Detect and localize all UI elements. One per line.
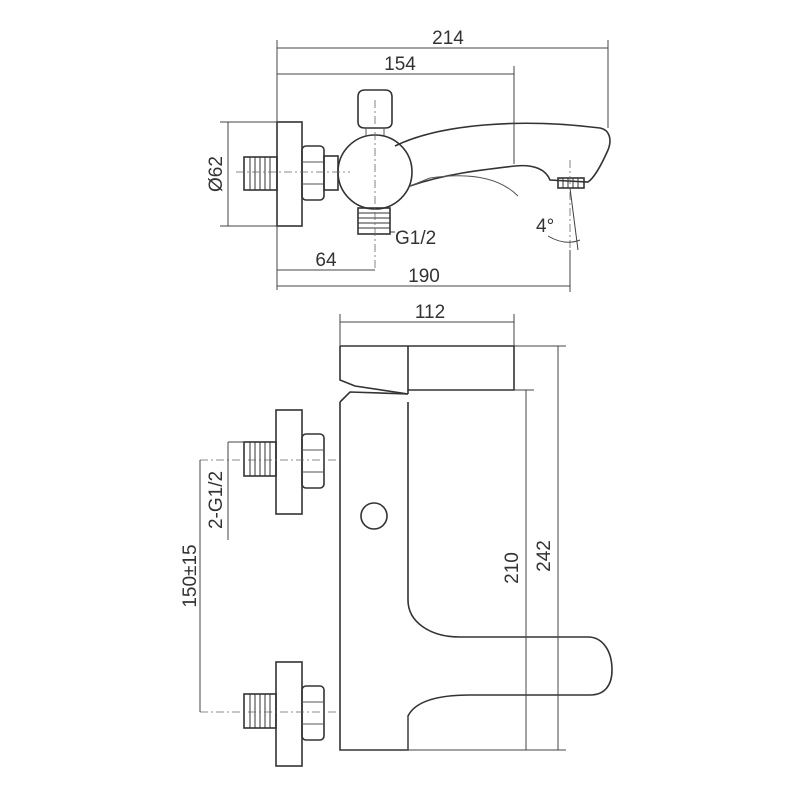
top-inlet-thread-lines [249, 157, 271, 190]
dim-front-width: 112 [415, 302, 445, 323]
front-lower-flange [275, 661, 303, 767]
dim-top-outlet-thread: G1/2 [395, 228, 436, 249]
dim-front-inlet-thread: 2-G1/2 [206, 471, 227, 529]
front-mixer-body [339, 402, 613, 751]
dim-top-overall-length: 214 [432, 28, 464, 49]
front-lever-handle [340, 345, 515, 391]
dim-front-inlet-spacing: 150±15 [180, 544, 201, 607]
top-spout [394, 122, 611, 187]
top-outlet-thread [357, 207, 391, 235]
dim-top-inlet-offset: 64 [315, 250, 337, 271]
dim-top-angle: 4° [536, 216, 554, 237]
front-lower-nut [301, 685, 325, 741]
top-lever-handle [357, 89, 393, 129]
front-upper-flange [275, 409, 303, 515]
top-view: 214 154 Ø62 G1/2 64 190 4° [206, 28, 611, 292]
dim-top-body-length: 154 [384, 54, 416, 75]
dim-top-base-length: 190 [408, 266, 440, 287]
dim-front-height-total: 242 [534, 540, 555, 572]
top-aerator [557, 177, 585, 189]
front-diverter-hole [360, 502, 388, 530]
top-hex-nut [301, 145, 325, 201]
front-upper-nut [301, 433, 325, 489]
front-view: 112 150±15 2-G1/2 210 242 [180, 302, 613, 767]
dim-front-height-inner: 210 [502, 552, 523, 584]
dim-top-diameter: Ø62 [206, 156, 227, 192]
top-wall-flange [276, 121, 303, 227]
